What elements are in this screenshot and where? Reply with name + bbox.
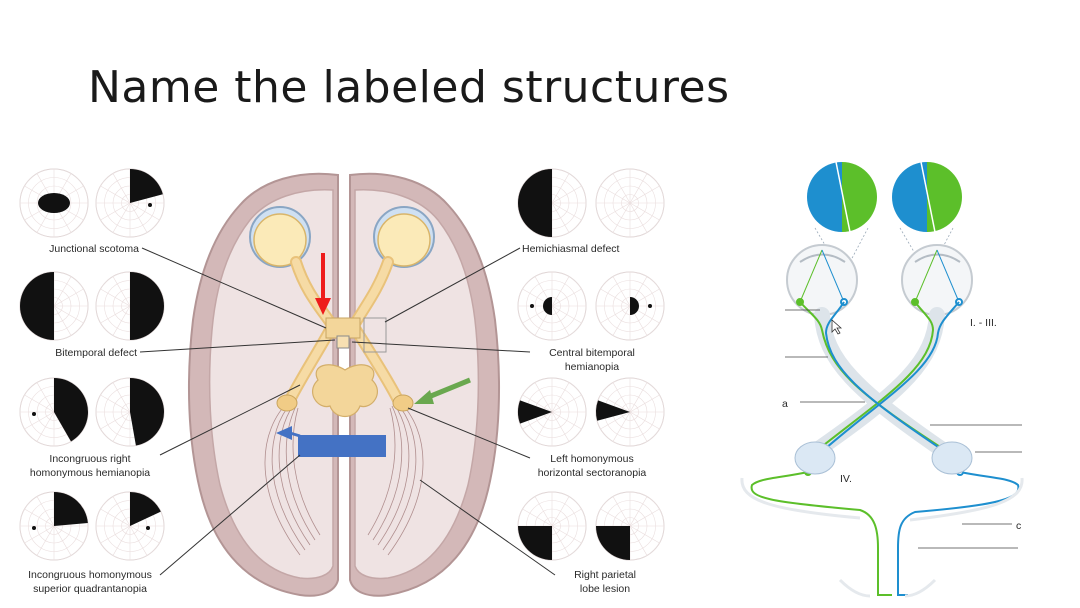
green-arrow <box>414 377 471 404</box>
label-right-parietal-2: lobe lesion <box>580 583 630 595</box>
label-bitemporal-defect: Bitemporal defect <box>55 347 137 359</box>
red-arrow <box>315 253 331 315</box>
blue-fibers <box>817 298 1020 596</box>
field-junctional-right <box>95 168 165 238</box>
field-incongruous-right-right <box>95 377 165 447</box>
mouse-cursor-icon <box>831 319 843 335</box>
brain-diagram <box>139 172 556 597</box>
field-sup-quad-left <box>19 491 89 561</box>
visual-field-plots <box>19 168 665 561</box>
left-figure-labels: Junctional scotoma Hemichiasmal defect B… <box>28 243 646 595</box>
left-lgn <box>276 394 298 412</box>
optic-radiations <box>264 399 424 556</box>
label-roman-4: IV. <box>840 473 852 485</box>
label-roman-1-3: I. - III. <box>970 317 997 329</box>
label-left-homonymous-2: horizontal sectoranopia <box>538 467 647 479</box>
right-eye <box>373 206 435 268</box>
pathway-diagram: I. - III. IV. a c <box>740 161 1024 598</box>
field-incongruous-right-left <box>19 377 89 447</box>
left-lgn-node <box>794 441 836 475</box>
blue-arrow <box>276 426 301 440</box>
label-central-bitemporal-1: Central bitemporal <box>549 347 635 359</box>
field-central-bitemporal-right <box>595 271 665 341</box>
midbrain <box>312 364 378 418</box>
right-visual-field <box>892 161 962 233</box>
field-parietal-right <box>595 491 665 561</box>
leader-lines <box>139 247 556 576</box>
label-central-bitemporal-2: hemianopia <box>565 361 619 373</box>
field-bitemporal-right <box>95 271 165 341</box>
green-fibers <box>750 298 949 596</box>
slide-title: Name the labeled structures <box>88 62 730 113</box>
right-hemisphere-inner <box>354 189 480 580</box>
label-incongruous-right-2: homonymous hemianopia <box>30 467 150 479</box>
field-sectoranopia-left <box>517 377 587 447</box>
label-hemichiasmal-defect: Hemichiasmal defect <box>522 243 620 255</box>
blue-label-box <box>298 435 386 457</box>
field-parietal-left <box>517 491 587 561</box>
optic-chiasm <box>325 317 361 339</box>
label-partial-c: c <box>1016 520 1021 532</box>
label-junctional-scotoma: Junctional scotoma <box>49 243 139 255</box>
right-lgn-node <box>931 441 973 475</box>
field-bitemporal-left <box>19 271 89 341</box>
label-incongruous-right-1: Incongruous right <box>49 453 130 465</box>
label-incongruous-superior-1: Incongruous homonymous <box>28 569 152 581</box>
field-hemichiasmal-right <box>595 168 665 238</box>
right-lgn <box>392 394 414 412</box>
field-sup-quad-right <box>95 491 165 561</box>
label-right-parietal-1: Right parietal <box>574 569 636 581</box>
left-eye <box>249 206 311 268</box>
field-sectoranopia-right <box>595 377 665 447</box>
field-central-bitemporal-left <box>517 271 587 341</box>
field-hemichiasmal-left <box>517 168 587 238</box>
right-leader-lines <box>785 309 1022 549</box>
left-visual-field <box>807 161 877 233</box>
field-junctional-left <box>19 168 89 238</box>
label-incongruous-superior-2: superior quadrantanopia <box>33 583 147 595</box>
label-partial-a: a <box>782 398 788 410</box>
label-left-homonymous-1: Left homonymous <box>550 453 633 465</box>
